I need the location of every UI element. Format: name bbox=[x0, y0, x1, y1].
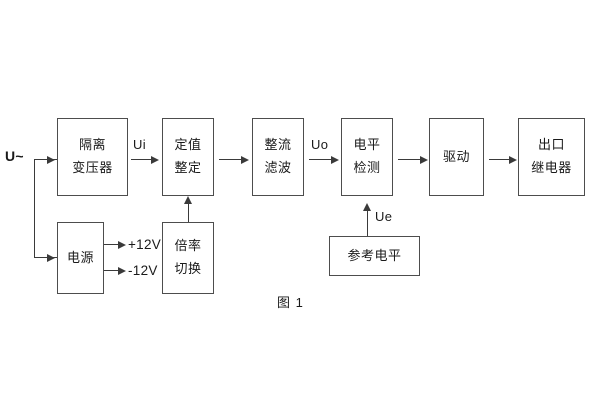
arrowhead-right-icon bbox=[151, 155, 159, 164]
wire-transformer-to-setting bbox=[131, 159, 153, 161]
signal-label-ui: Ui bbox=[133, 137, 146, 152]
block-line-1: 电平 bbox=[353, 137, 381, 153]
psu-output-label-negative: -12V bbox=[128, 263, 158, 278]
block-line-2: 检测 bbox=[353, 160, 381, 175]
block-line-2: 继电器 bbox=[531, 160, 572, 175]
block-output-relay: 出口 继电器 bbox=[518, 118, 585, 196]
wire-psu-negative bbox=[104, 270, 119, 272]
wire-rectifier-to-level bbox=[309, 159, 332, 161]
input-lead-power-supply bbox=[48, 257, 57, 259]
block-setting-value: 定值 整定 bbox=[162, 118, 214, 196]
wire-level-to-driver bbox=[398, 159, 421, 161]
block-line-1: 整流 bbox=[264, 137, 292, 153]
arrowhead-right-icon bbox=[241, 155, 249, 164]
figure-caption: 图 1 bbox=[277, 295, 304, 310]
input-branch-to-transformer bbox=[34, 159, 48, 161]
input-wire-trunk bbox=[34, 159, 36, 258]
block-line-2: 切换 bbox=[174, 261, 202, 276]
arrowhead-right-icon bbox=[118, 240, 126, 249]
block-reference-level: 参考电平 bbox=[329, 236, 420, 276]
wire-setting-to-rectifier bbox=[219, 159, 242, 161]
arrowhead-right-icon bbox=[420, 155, 428, 164]
block-isolation-transformer: 隔离 变压器 bbox=[57, 118, 128, 196]
arrowhead-right-icon bbox=[331, 155, 339, 164]
arrowhead-up-icon bbox=[362, 203, 371, 211]
block-line-2: 整定 bbox=[174, 160, 202, 175]
signal-label-ue: Ue bbox=[375, 209, 393, 224]
arrowhead-right-icon bbox=[509, 155, 517, 164]
block-multiplier-switch: 倍率 切换 bbox=[162, 222, 214, 294]
block-line-1: 出口 bbox=[537, 137, 565, 153]
block-line-2: 滤波 bbox=[264, 160, 292, 175]
block-line-2: 变压器 bbox=[72, 160, 113, 175]
block-line-1: 驱动 bbox=[442, 148, 470, 164]
block-driver: 驱动 bbox=[429, 118, 484, 196]
input-lead-transformer bbox=[48, 159, 57, 161]
wire-reference-to-level bbox=[366, 210, 368, 236]
signal-label-uo: Uo bbox=[311, 137, 329, 152]
psu-output-label-positive: +12V bbox=[128, 237, 162, 252]
block-line-1: 电源 bbox=[66, 249, 94, 265]
input-wire-bottom-stub bbox=[34, 257, 48, 259]
block-rectifier-filter: 整流 滤波 bbox=[252, 118, 304, 196]
arrowhead-up-icon bbox=[183, 196, 192, 204]
block-power-supply: 电源 bbox=[57, 222, 104, 294]
wire-multiplier-to-setting bbox=[187, 203, 189, 222]
block-line-1: 定值 bbox=[174, 137, 202, 153]
arrowhead-right-icon bbox=[118, 266, 126, 275]
block-level-detection: 电平 检测 bbox=[341, 118, 393, 196]
wire-psu-positive bbox=[104, 244, 119, 246]
wire-driver-to-relay bbox=[489, 159, 511, 161]
block-line-1: 隔离 bbox=[78, 137, 106, 153]
block-line-1: 倍率 bbox=[174, 238, 202, 254]
block-line-1: 参考电平 bbox=[347, 247, 402, 263]
input-source-label: U~ bbox=[5, 148, 24, 164]
